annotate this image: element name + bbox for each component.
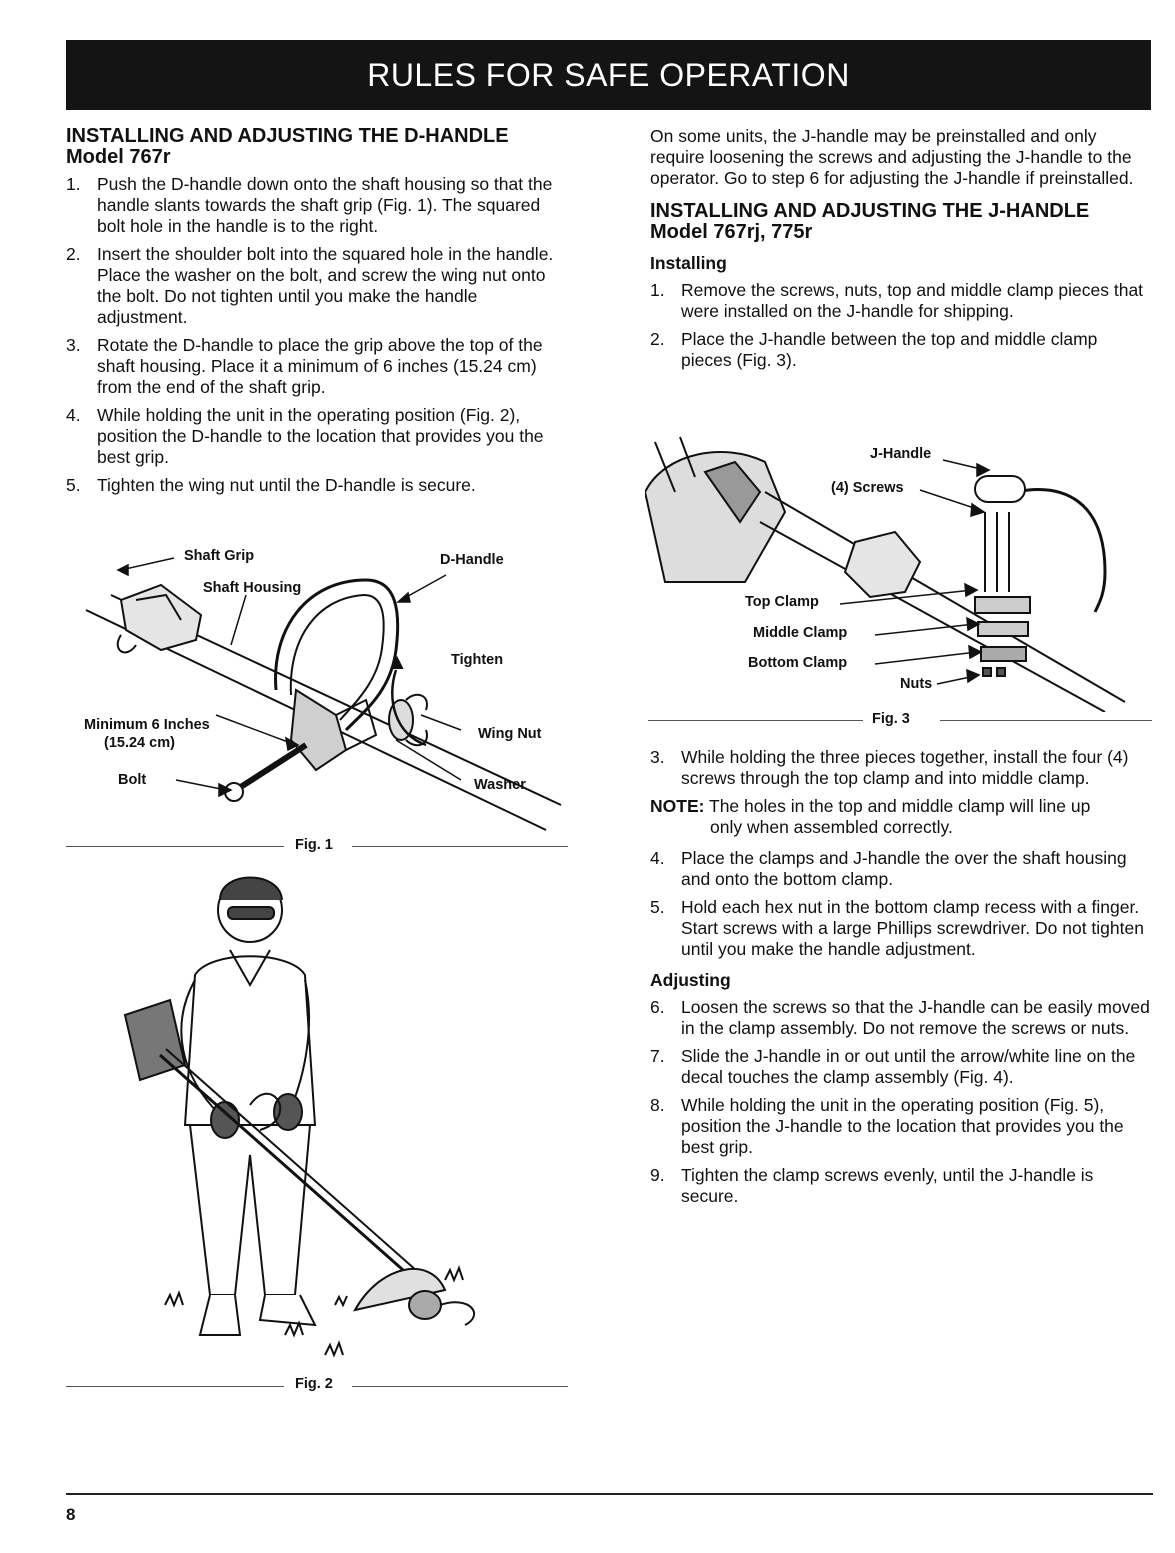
right-column-bottom: 3.While holding the three pieces togethe… — [650, 747, 1150, 1214]
d-handle-heading: INSTALLING AND ADJUSTING THE D-HANDLE — [66, 125, 509, 147]
label-nuts: Nuts — [900, 676, 933, 692]
fig3-rule-right — [940, 720, 1152, 721]
note-text: The holes in the top and middle clamp wi… — [709, 796, 1091, 816]
d-handle-steps: 1.Push the D-handle down onto the shaft … — [66, 174, 566, 496]
label-j-handle: J-Handle — [870, 446, 932, 462]
list-item: 7.Slide the J-handle in or out until the… — [650, 1046, 1136, 1087]
fig1-caption: Fig. 1 — [295, 837, 333, 853]
note-label: NOTE: — [650, 796, 705, 816]
label-shaft-housing: Shaft Housing — [203, 580, 302, 596]
label-bolt: Bolt — [118, 772, 147, 788]
list-item: 4.While holding the unit in the operatin… — [66, 405, 544, 467]
label-middle-clamp: Middle Clamp — [753, 625, 848, 641]
label-minimum-cm: (15.24 cm) — [104, 735, 175, 751]
install-steps: 1.Remove the screws, nuts, top and middl… — [650, 280, 1150, 371]
figure-1-d-handle: Shaft Grip Shaft Housing D-Handle Tighte… — [66, 540, 566, 850]
list-item: 2.Place the J-handle between the top and… — [650, 329, 1098, 370]
figure-3-j-handle-clamps: J-Handle (4) Screws Top Clamp Middle Cla… — [645, 432, 1155, 712]
adjusting-subheading: Adjusting — [650, 970, 731, 990]
d-handle-diagram-icon — [85, 557, 562, 831]
footer-rule — [66, 1493, 1153, 1495]
j-handle-heading: INSTALLING AND ADJUSTING THE J-HANDLE — [650, 200, 1090, 222]
fig1-rule-right — [352, 846, 568, 847]
list-item: 1.Push the D-handle down onto the shaft … — [66, 174, 553, 236]
list-item: 1.Remove the screws, nuts, top and middl… — [650, 280, 1144, 321]
label-screws: (4) Screws — [831, 480, 904, 496]
list-item: 2.Insert the shoulder bolt into the squa… — [66, 244, 554, 327]
label-minimum: Minimum 6 Inches — [84, 717, 210, 733]
right-column-top: On some units, the J-handle may be prein… — [650, 126, 1150, 378]
d-handle-model: Model 767r — [66, 146, 171, 168]
label-washer: Washer — [474, 777, 526, 793]
label-tighten: Tighten — [451, 652, 504, 668]
list-item: 3.While holding the three pieces togethe… — [650, 747, 1129, 788]
note-block: NOTE: The holes in the top and middle cl… — [650, 796, 1150, 838]
label-d-handle: D-Handle — [440, 552, 504, 568]
install-steps-more: 4.Place the clamps and J-handle the over… — [650, 848, 1150, 960]
fig2-rule-left — [66, 1386, 284, 1387]
j-handle-model: Model 767rj, 775r — [650, 221, 813, 243]
adjust-steps: 6.Loosen the screws so that the J-handle… — [650, 997, 1150, 1207]
list-item: 5.Hold each hex nut in the bottom clamp … — [650, 897, 1144, 959]
left-column: INSTALLING AND ADJUSTING THE D-HANDLE Mo… — [66, 126, 566, 503]
list-item: 8.While holding the unit in the operatin… — [650, 1095, 1124, 1157]
fig1-rule-left — [66, 846, 284, 847]
label-top-clamp: Top Clamp — [745, 594, 819, 610]
list-item: 6.Loosen the screws so that the J-handle… — [650, 997, 1150, 1038]
install-steps-continued: 3.While holding the three pieces togethe… — [650, 747, 1150, 789]
label-wing-nut: Wing Nut — [478, 726, 542, 742]
page-number: 8 — [66, 1505, 76, 1524]
fig2-rule-right — [352, 1386, 568, 1387]
fig3-rule-left — [648, 720, 863, 721]
fig2-caption: Fig. 2 — [295, 1376, 333, 1392]
figure-2-operating-position — [100, 865, 520, 1365]
label-bottom-clamp: Bottom Clamp — [748, 655, 848, 671]
list-item: 4.Place the clamps and J-handle the over… — [650, 848, 1127, 889]
section-banner: RULES FOR SAFE OPERATION — [66, 40, 1151, 110]
j-handle-diagram-icon — [645, 436, 1126, 712]
operator-illustration-icon — [123, 876, 476, 1358]
note-text-continued: only when assembled correctly. — [710, 817, 953, 837]
list-item: 5.Tighten the wing nut until the D-handl… — [66, 475, 476, 495]
installing-subheading: Installing — [650, 253, 727, 273]
list-item: 9.Tighten the clamp screws evenly, until… — [650, 1165, 1094, 1206]
j-handle-intro: On some units, the J-handle may be prein… — [650, 126, 1134, 188]
fig3-caption: Fig. 3 — [872, 711, 910, 727]
list-item: 3.Rotate the D-handle to place the grip … — [66, 335, 543, 397]
label-shaft-grip: Shaft Grip — [184, 548, 255, 564]
